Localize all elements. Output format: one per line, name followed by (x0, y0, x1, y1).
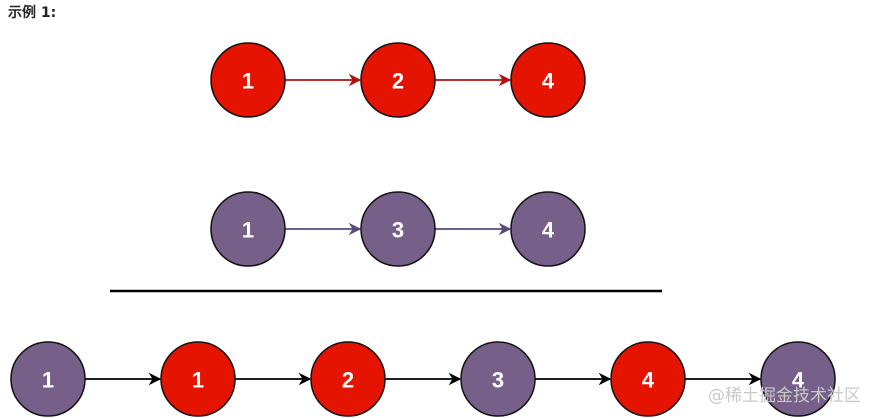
merged-node-3: 2 (310, 341, 386, 417)
merged-node-5: 4 (610, 341, 686, 417)
list2-node-2-circle (360, 191, 436, 267)
list1-node-2: 2 (360, 42, 436, 118)
example-heading: 示例 1: (8, 5, 57, 21)
merged-node-3-label: 2 (342, 368, 354, 393)
merged-node-1: 1 (10, 341, 86, 417)
merged-node-4-circle (460, 341, 536, 417)
merged-node-2-label: 1 (192, 368, 204, 393)
merged-node-1-label: 1 (42, 368, 54, 393)
merged-node-6-label: 4 (792, 368, 805, 393)
list2-node-1-label: 1 (242, 218, 254, 243)
merged-node-6: 4 (760, 341, 836, 417)
merged-node-1-circle (10, 341, 86, 417)
merged-node-4-label: 3 (492, 368, 504, 393)
list2-node-3-circle (510, 191, 586, 267)
list1-node-1-circle (210, 42, 286, 118)
list2-node-2-label: 3 (392, 218, 404, 243)
watermark-text: @稀土掘金技术社区 (708, 386, 861, 406)
merged-node-2: 1 (160, 341, 236, 417)
merged-list-row: 1 1 2 3 4 4 (10, 341, 836, 417)
list1-node-3-label: 4 (542, 69, 555, 94)
merged-node-3-circle (310, 341, 386, 417)
list1-node-2-label: 2 (392, 69, 404, 94)
list1-node-3-circle (510, 42, 586, 118)
merged-node-5-circle (610, 341, 686, 417)
list2-node-1-circle (210, 191, 286, 267)
list2-node-1: 1 (210, 191, 286, 267)
merged-node-4: 3 (460, 341, 536, 417)
list2-node-2: 3 (360, 191, 436, 267)
list2-row: 1 3 4 (210, 191, 586, 267)
merged-node-5-label: 4 (642, 368, 655, 393)
merged-node-2-circle (160, 341, 236, 417)
list1-row: 1 2 4 (210, 42, 586, 118)
list1-node-1-label: 1 (242, 69, 254, 94)
list2-node-3-label: 4 (542, 218, 555, 243)
list1-node-2-circle (360, 42, 436, 118)
list2-node-3: 4 (510, 191, 586, 267)
list1-node-1: 1 (210, 42, 286, 118)
list1-node-3: 4 (510, 42, 586, 118)
merged-node-6-circle (760, 341, 836, 417)
